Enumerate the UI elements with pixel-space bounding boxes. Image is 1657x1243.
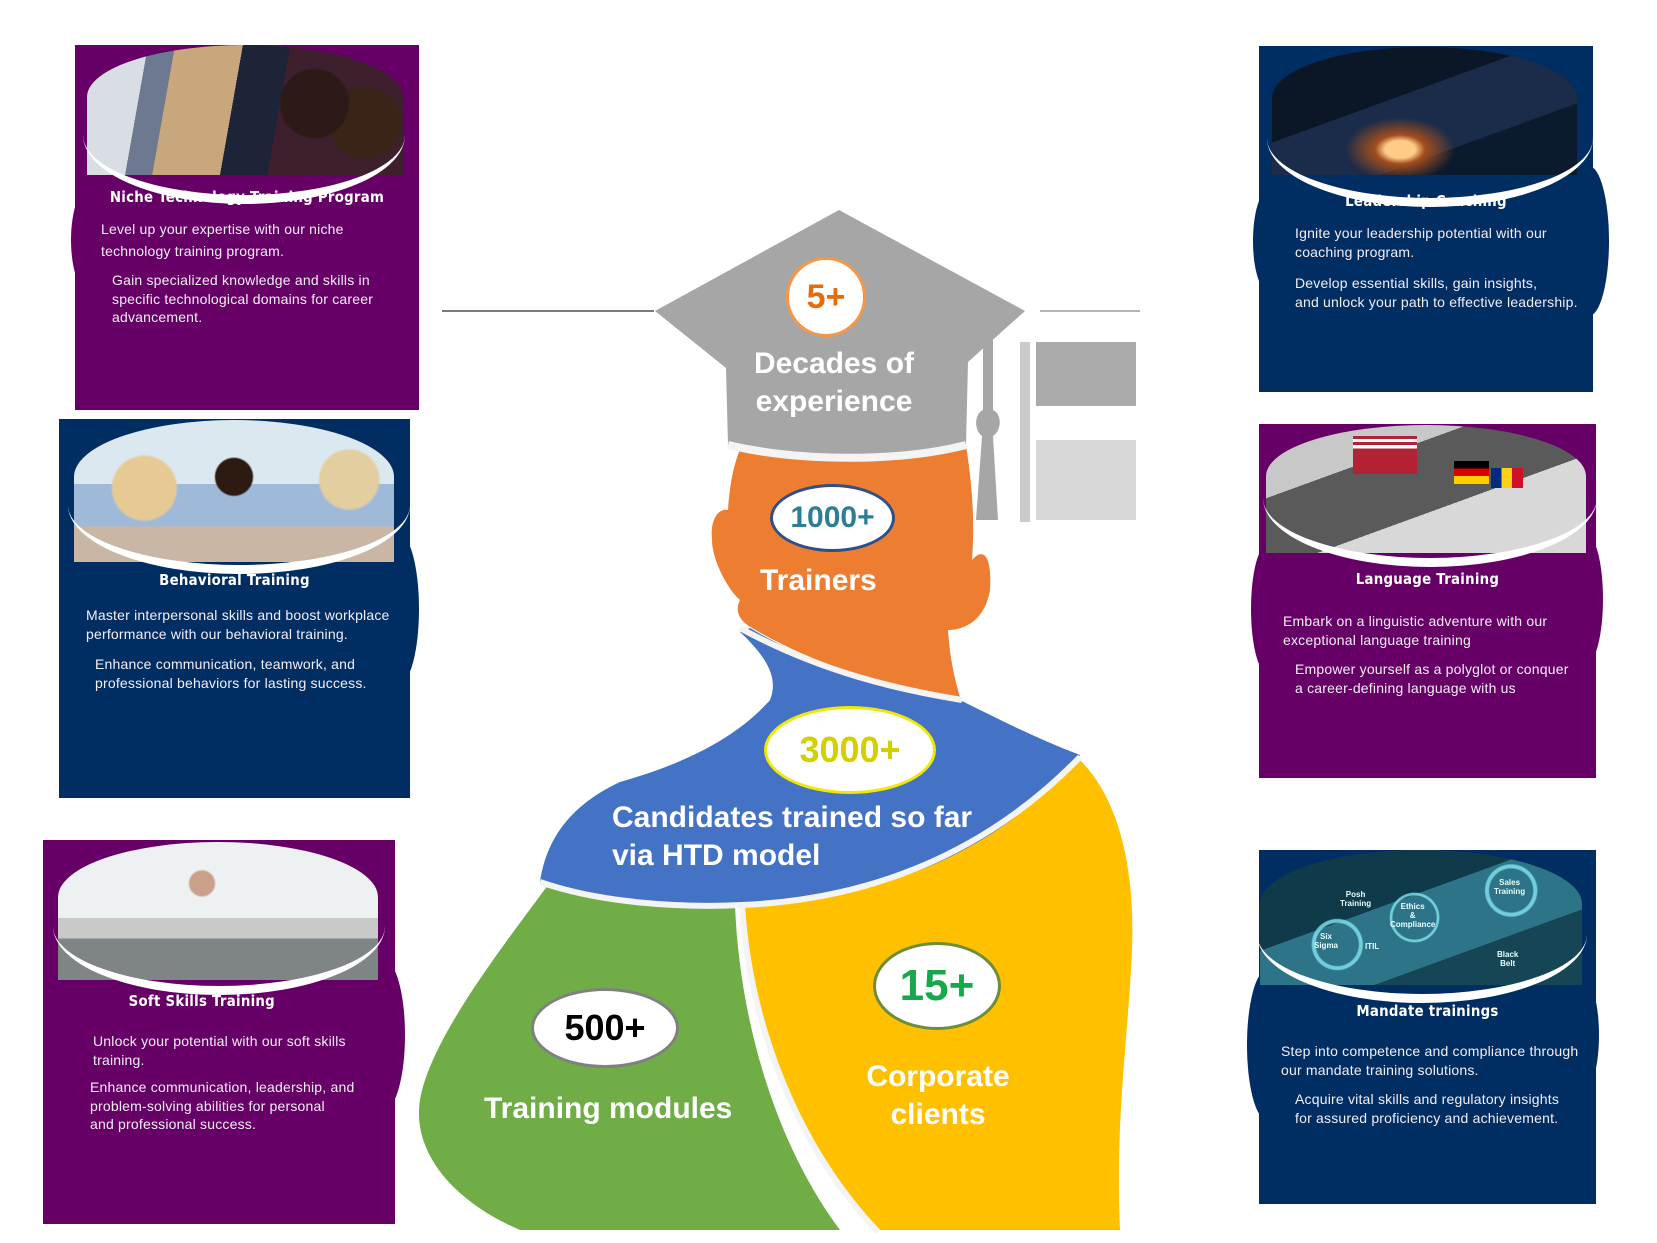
connector-line <box>1040 310 1140 312</box>
stat-candidates-label: Candidates trained so far via HTD model <box>612 801 973 872</box>
card-soft-skills[interactable]: Soft Skills Training Unlock your potenti… <box>43 840 405 1224</box>
stat-modules-label: Training modules <box>484 1092 733 1125</box>
card-bulge <box>71 185 111 295</box>
photo-arc-divider <box>1257 934 1587 1003</box>
photo-arc-divider <box>1267 138 1593 207</box>
card-paragraph-2: Enhance communication, leadership, and p… <box>90 1079 355 1132</box>
card-language-training[interactable]: Language Training Embark on a linguistic… <box>1251 424 1603 778</box>
photo-arc-divider <box>53 926 385 995</box>
card-behavioral-training[interactable]: Behavioral Training Master interpersonal… <box>59 419 419 798</box>
gray-artifact-bar <box>1036 342 1136 406</box>
gray-artifact-bar <box>1036 440 1136 520</box>
photo-arc-divider <box>68 505 410 574</box>
card-bulge <box>1253 191 1283 291</box>
stat-clients-value: 15+ <box>873 942 1001 1030</box>
photo-arc-divider <box>83 135 405 204</box>
card-title: Niche Technology Training Program <box>109 188 385 206</box>
card-paragraph-2: Develop essential skills, gain insights,… <box>1295 275 1578 310</box>
stat-candidates-value: 3000+ <box>764 706 936 794</box>
card-title: Leadership Coaching <box>1345 192 1507 210</box>
card-paragraph-2: Gain specialized knowledge and skills in… <box>112 272 374 325</box>
card-paragraph-1: Master interpersonal skills and boost wo… <box>86 607 390 642</box>
card-bulge <box>1251 544 1285 674</box>
card-bulge <box>1569 980 1599 1090</box>
card-paragraph-1: Ignite your leadership potential with ou… <box>1295 225 1547 260</box>
card-paragraph-1: Embark on a linguistic adventure with ou… <box>1283 613 1548 648</box>
card-paragraph-1: Level up your expertise with our niche t… <box>101 221 344 259</box>
card-leadership-coaching[interactable]: Leadership Coaching Ignite your leadersh… <box>1253 46 1609 392</box>
photo-label-sales: Sales Training <box>1494 878 1526 896</box>
card-mandate-trainings[interactable]: Posh Training Ethics & Compliance Sales … <box>1247 850 1599 1204</box>
stat-decades-value: 5+ <box>786 257 866 337</box>
card-bulge <box>1247 970 1287 1120</box>
gray-artifact-bar <box>1020 342 1030 522</box>
card-paragraph-1: Unlock your potential with our soft skil… <box>93 1033 346 1068</box>
connector-line <box>442 310 654 312</box>
card-title: Mandate trainings <box>1356 1002 1499 1020</box>
card-title: Behavioral Training <box>159 571 310 589</box>
card-title: Language Training <box>1355 570 1500 588</box>
card-paragraph-2: Empower yourself as a polyglot or conque… <box>1295 661 1569 696</box>
card-bulge <box>1569 166 1609 316</box>
stat-modules-value: 500+ <box>531 988 679 1068</box>
card-bulge <box>363 960 405 1110</box>
stat-decades-label: Decades of experience <box>753 347 915 418</box>
card-niche-technology[interactable]: Niche Technology Training Program Level … <box>71 45 419 410</box>
card-paragraph-2: Enhance communication, teamwork, and pro… <box>95 656 367 691</box>
photo-label-posh: Posh Training <box>1340 890 1372 908</box>
photo-label-ethics: Ethics & Compliance <box>1390 902 1436 929</box>
photo-arc-divider <box>1263 498 1597 567</box>
card-bulge <box>1569 534 1603 664</box>
stat-trainers-value: 1000+ <box>770 484 895 552</box>
card-paragraph-2: Acquire vital skills and regulatory insi… <box>1295 1091 1560 1126</box>
card-paragraph-1: Step into competence and compliance thro… <box>1281 1043 1579 1078</box>
stat-clients-label: Corporate clients <box>866 1060 1010 1131</box>
card-title: Soft Skills Training <box>128 992 275 1010</box>
stat-trainers-label: Trainers <box>760 564 877 597</box>
cap-tassel <box>976 338 1000 520</box>
